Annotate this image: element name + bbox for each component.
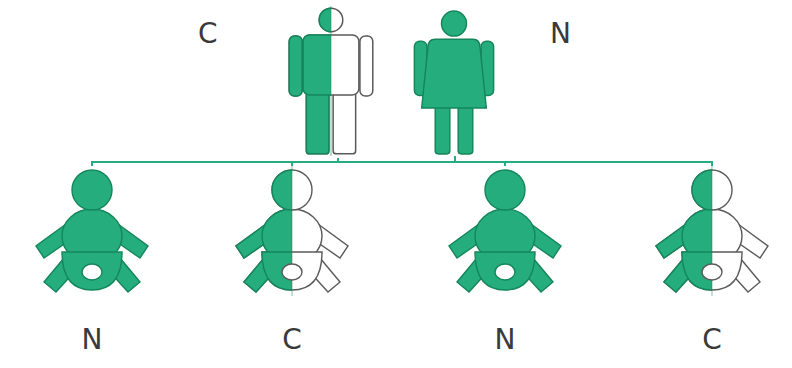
figure-part [435, 102, 450, 154]
figure-part [289, 36, 302, 96]
woman-figure [398, 10, 510, 156]
descent-line [292, 156, 455, 166]
status-label: N [17, 324, 167, 356]
figure-part [682, 252, 712, 290]
descent-line [92, 156, 455, 166]
diaper-opening [702, 264, 722, 280]
parent-figure: N [398, 10, 598, 156]
figure-part [272, 170, 292, 210]
figure-part [441, 11, 466, 36]
green-body [414, 11, 493, 154]
split-line [330, 6, 331, 156]
green-half [236, 170, 292, 292]
figure-part [262, 252, 292, 290]
baby-figure [435, 166, 575, 296]
child-figure: C [217, 166, 367, 358]
descent-line [455, 156, 712, 166]
child-figure: N [430, 166, 580, 358]
figure-part [289, 36, 302, 96]
parent-figure: C [198, 6, 388, 158]
figure-part [319, 8, 331, 32]
diaper-opening [495, 264, 515, 280]
figure-part [303, 35, 331, 95]
figure-part [458, 102, 473, 154]
green-half [289, 8, 331, 154]
green-half [656, 170, 712, 292]
status-label: N [550, 18, 571, 50]
green-body [36, 170, 148, 292]
diaper-opening [82, 264, 102, 280]
green-body [449, 170, 561, 292]
status-label: C [637, 324, 787, 356]
status-label: C [217, 324, 367, 356]
figure-part [360, 36, 373, 96]
baby-figure [222, 166, 362, 296]
figure-part [72, 170, 112, 210]
figure-part [475, 252, 535, 290]
child-figure: C [637, 166, 787, 358]
baby-figure [642, 166, 782, 296]
diaper-opening [282, 264, 302, 280]
figure-part [692, 170, 712, 210]
figure-part [422, 39, 487, 108]
man-figure [276, 6, 386, 156]
figure-part [333, 90, 356, 154]
child-figure: N [17, 166, 167, 358]
status-label: C [198, 18, 218, 50]
status-label: N [430, 324, 580, 356]
baby-figure [22, 166, 162, 296]
figure-part [306, 90, 329, 154]
figure-part [306, 90, 329, 154]
figure-part [62, 252, 122, 290]
figure-part [485, 170, 525, 210]
